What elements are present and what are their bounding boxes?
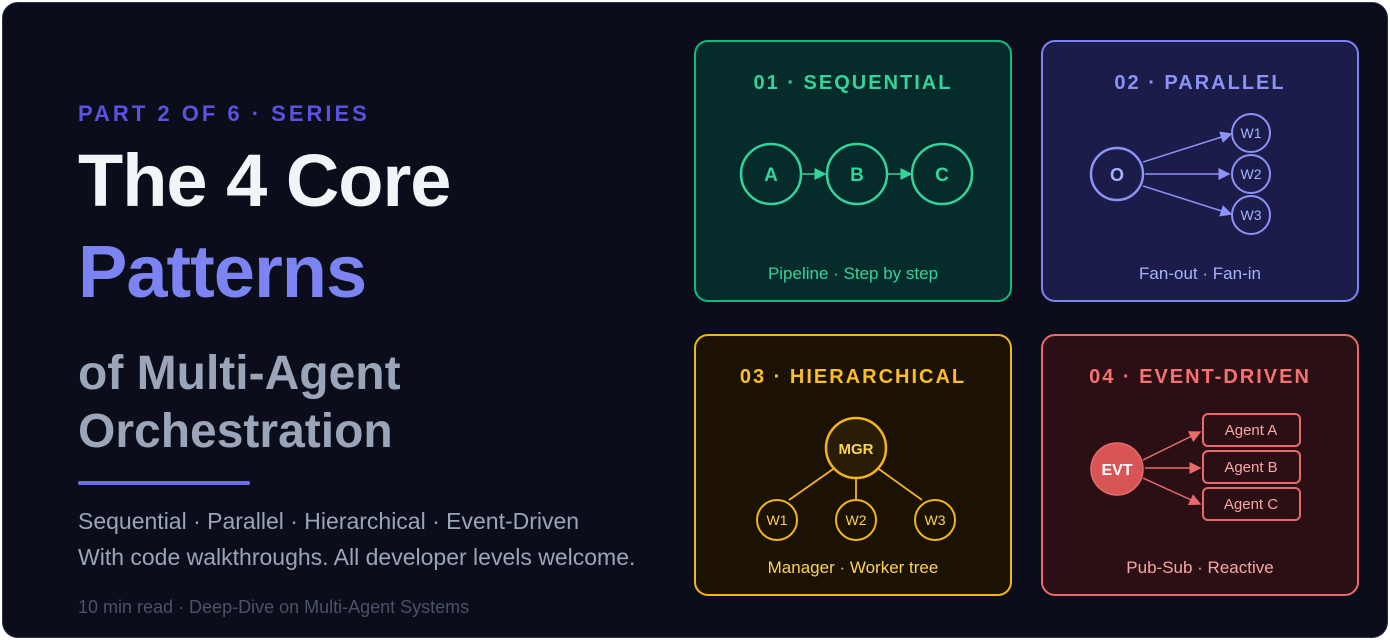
svg-text:W2: W2 — [846, 512, 867, 528]
series-kicker: PART 2 OF 6 · SERIES — [78, 101, 370, 126]
hierarchical-diagram: MGR W1 W2 W3 — [756, 416, 956, 541]
node-w2: W2 — [835, 499, 877, 541]
card-title: 04 · EVENT-DRIVEN — [1089, 366, 1311, 388]
node-w1: W1 — [756, 499, 798, 541]
card-caption: Pipeline · Step by step — [767, 264, 939, 283]
title-line-3-4: of Multi-Agent Orchestration — [78, 345, 401, 461]
svg-text:W2: W2 — [1241, 166, 1262, 182]
card-parallel: 02 · PARALLEL O W1 W2 W3 Fan-out · Fan-i… — [1041, 40, 1359, 302]
title-line-1: The 4 Core — [78, 139, 451, 222]
edge-mgr-w1 — [788, 466, 837, 501]
parallel-diagram: O W1 W2 W3 — [1089, 113, 1271, 235]
node-b: B — [825, 142, 889, 206]
accent-divider — [78, 481, 250, 485]
node-c: C — [910, 142, 974, 206]
node-w1: W1 — [1231, 113, 1271, 153]
svg-text:MGR: MGR — [839, 441, 874, 458]
card-title: 02 · PARALLEL — [1114, 72, 1286, 94]
card-title: 03 · HIERARCHICAL — [739, 366, 967, 388]
read-meta: 10 min read · Deep-Dive on Multi-Agent S… — [78, 597, 470, 617]
svg-text:A: A — [764, 165, 778, 186]
edge-o-w3 — [1142, 185, 1233, 217]
node-w3: W3 — [1231, 195, 1271, 235]
node-agent-a: Agent A — [1202, 413, 1301, 447]
edge-evt-a — [1142, 431, 1202, 461]
node-agent-c: Agent C — [1202, 487, 1301, 521]
card-event-driven: 04 · EVENT-DRIVEN EVT Agent A Agent B Ag… — [1041, 334, 1359, 596]
title-line-2: Patterns — [78, 230, 367, 313]
svg-text:W1: W1 — [1241, 125, 1262, 141]
edge-o-w1 — [1142, 131, 1233, 163]
svg-text:W1: W1 — [767, 512, 788, 528]
card-caption: Fan-out · Fan-in — [1139, 264, 1261, 283]
svg-text:Agent A: Agent A — [1225, 422, 1278, 439]
node-event: EVT — [1090, 442, 1144, 496]
node-w3: W3 — [914, 499, 956, 541]
node-a: A — [739, 142, 803, 206]
card-title: 01 · SEQUENTIAL — [753, 72, 953, 94]
svg-text:W3: W3 — [925, 512, 946, 528]
subtitle-audience: With code walkthroughs. All developer le… — [78, 544, 636, 570]
svg-text:Agent C: Agent C — [1224, 496, 1278, 513]
svg-text:EVT: EVT — [1101, 462, 1132, 479]
node-manager: MGR — [824, 416, 888, 480]
title-line-4: Orchestration — [78, 405, 393, 458]
node-w2: W2 — [1231, 154, 1271, 194]
svg-text:C: C — [935, 165, 949, 186]
card-sequential: 01 · SEQUENTIAL A B C Pipeline · Step by… — [694, 40, 1012, 302]
card-hierarchical: 03 · HIERARCHICAL MGR W1 W2 W3 Manager ·… — [694, 334, 1012, 596]
node-agent-b: Agent B — [1202, 450, 1301, 484]
svg-text:B: B — [850, 165, 864, 186]
edge-mgr-w3 — [875, 466, 923, 501]
card-caption: Manager · Worker tree — [767, 558, 939, 577]
card-caption: Pub-Sub · Reactive — [1126, 558, 1274, 577]
title-line-3: of Multi-Agent — [78, 347, 401, 400]
edge-evt-c — [1142, 477, 1202, 506]
sequential-diagram: A B C — [739, 142, 974, 206]
node-orchestrator: O — [1089, 146, 1145, 202]
svg-text:W3: W3 — [1241, 207, 1262, 223]
subtitle-patterns: Sequential · Parallel · Hierarchical · E… — [78, 508, 580, 534]
svg-text:O: O — [1110, 165, 1124, 185]
svg-text:Agent B: Agent B — [1224, 459, 1277, 476]
event-driven-diagram: EVT Agent A Agent B Agent C — [1090, 413, 1301, 521]
